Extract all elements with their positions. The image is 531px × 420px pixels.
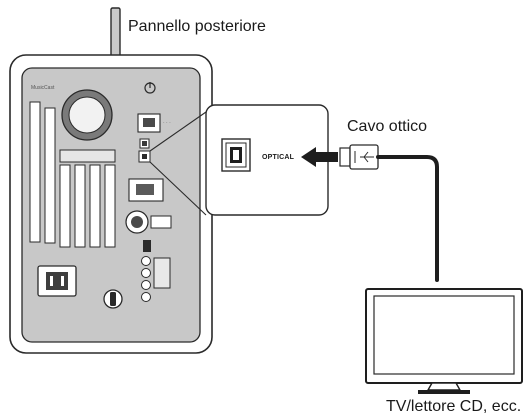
power-icon xyxy=(144,82,156,94)
device-label: TV/lettore CD, ecc. xyxy=(386,398,521,415)
optical-cable xyxy=(376,155,439,282)
bass-reflex-port xyxy=(61,89,113,141)
optical-port-label: OPTICAL xyxy=(262,154,295,161)
speaker-terminal xyxy=(128,178,164,202)
tv-monitor xyxy=(365,288,523,394)
callout-leaders xyxy=(149,111,207,216)
ac-inlet xyxy=(37,265,77,297)
adjustment-knobs xyxy=(141,256,171,302)
heatsink-fins xyxy=(29,101,116,248)
usb-port xyxy=(139,138,150,149)
optical-port-callout: OPTICAL xyxy=(205,104,329,216)
network-port: · · · xyxy=(137,113,171,133)
brand-logo: MusicCast xyxy=(31,85,55,91)
power-switch xyxy=(103,289,123,309)
speaker-rear-panel: MusicCast · · · xyxy=(9,54,213,354)
selector-switch xyxy=(143,240,151,252)
xlr-connector xyxy=(125,210,172,234)
optical-port-small xyxy=(138,150,151,163)
optical-cable-label: Cavo ottico xyxy=(347,118,427,135)
svg-text:· · ·: · · · xyxy=(163,120,171,126)
rear-panel-label: Pannello posteriore xyxy=(128,18,266,35)
